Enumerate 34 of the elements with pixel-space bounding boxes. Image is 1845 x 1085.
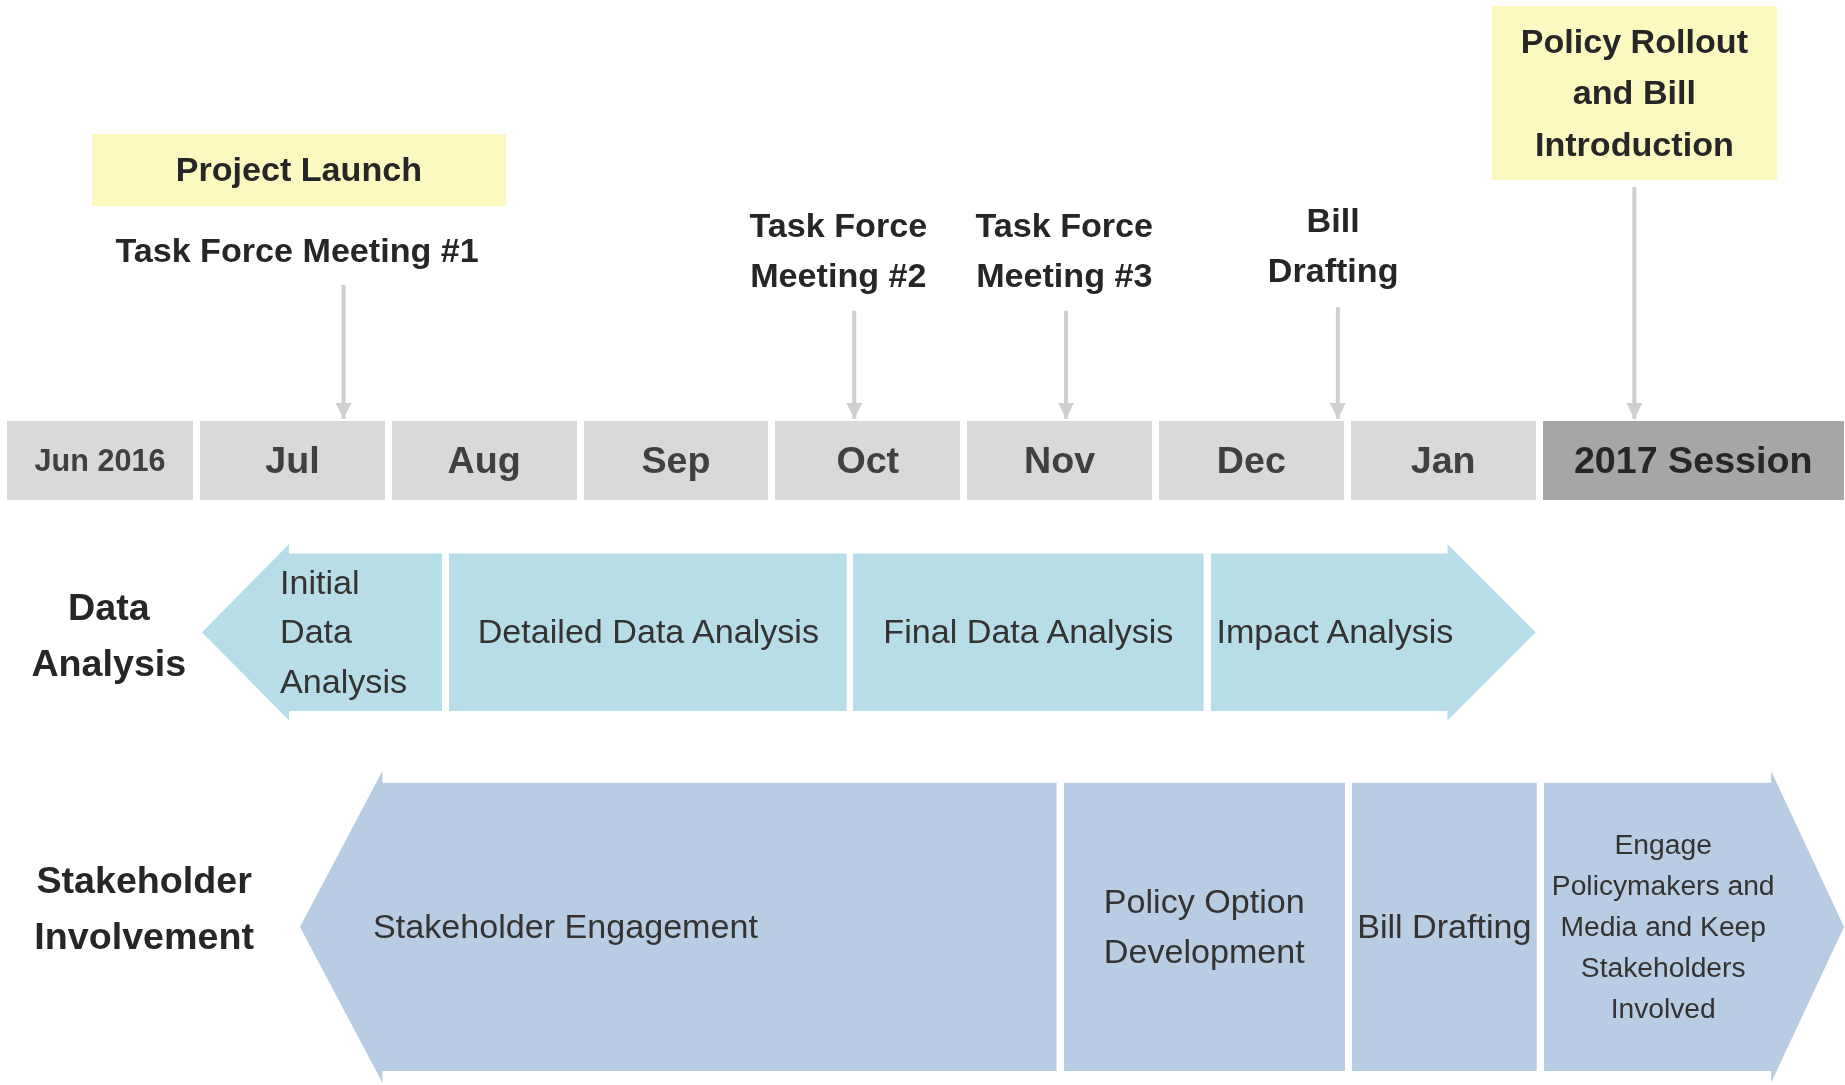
phase-segment — [300, 770, 1057, 1083]
milestone-label: Task Force Meeting #3 — [955, 197, 1174, 304]
month-cell: 2017 Session — [1542, 421, 1844, 501]
phase-label: Detailed Data Analysis — [476, 611, 820, 653]
month-cell: Jan — [1350, 421, 1536, 501]
milestone-callout: Project Launch — [91, 134, 506, 206]
arrow — [1626, 187, 1643, 419]
phase-label: Policy Option Development — [1102, 881, 1306, 972]
row-heading: Stakeholder Involvement — [33, 857, 255, 960]
phase-label: Engage Policymakers and Media and Keep Stakeholders Involved — [1550, 827, 1776, 1026]
phase-label: Initial Data Analysis — [280, 561, 409, 702]
month-cell: Aug — [391, 421, 577, 501]
month-cell: Oct — [775, 421, 961, 501]
phase-label: Impact Analysis — [1216, 611, 1454, 653]
month-cell: Nov — [967, 421, 1152, 501]
milestone-label: Bill Drafting — [1247, 191, 1420, 301]
phase-segment — [1543, 770, 1844, 1083]
phase-label: Final Data Analysis — [882, 611, 1175, 653]
arrow — [335, 284, 352, 419]
month-cell: Dec — [1159, 421, 1344, 501]
month-cell: Jun 2016 — [7, 421, 193, 501]
milestone-callout: Policy Rollout and Bill Introduction — [1492, 5, 1777, 180]
milestone-label: Task Force Meeting #2 — [729, 197, 948, 304]
row-heading: Data Analysis — [30, 584, 188, 687]
month-cell: Jul — [200, 421, 385, 501]
phase-label: Stakeholder Engagement — [373, 905, 759, 947]
phase-segment — [1210, 543, 1536, 721]
arrow — [846, 310, 863, 419]
milestone-label: Task Force Meeting #1 — [70, 223, 524, 278]
arrow — [1058, 310, 1075, 419]
month-cell: Sep — [583, 421, 769, 501]
arrow — [1329, 307, 1346, 419]
phase-label: Bill Drafting — [1356, 905, 1533, 947]
phase-segment — [202, 543, 443, 721]
